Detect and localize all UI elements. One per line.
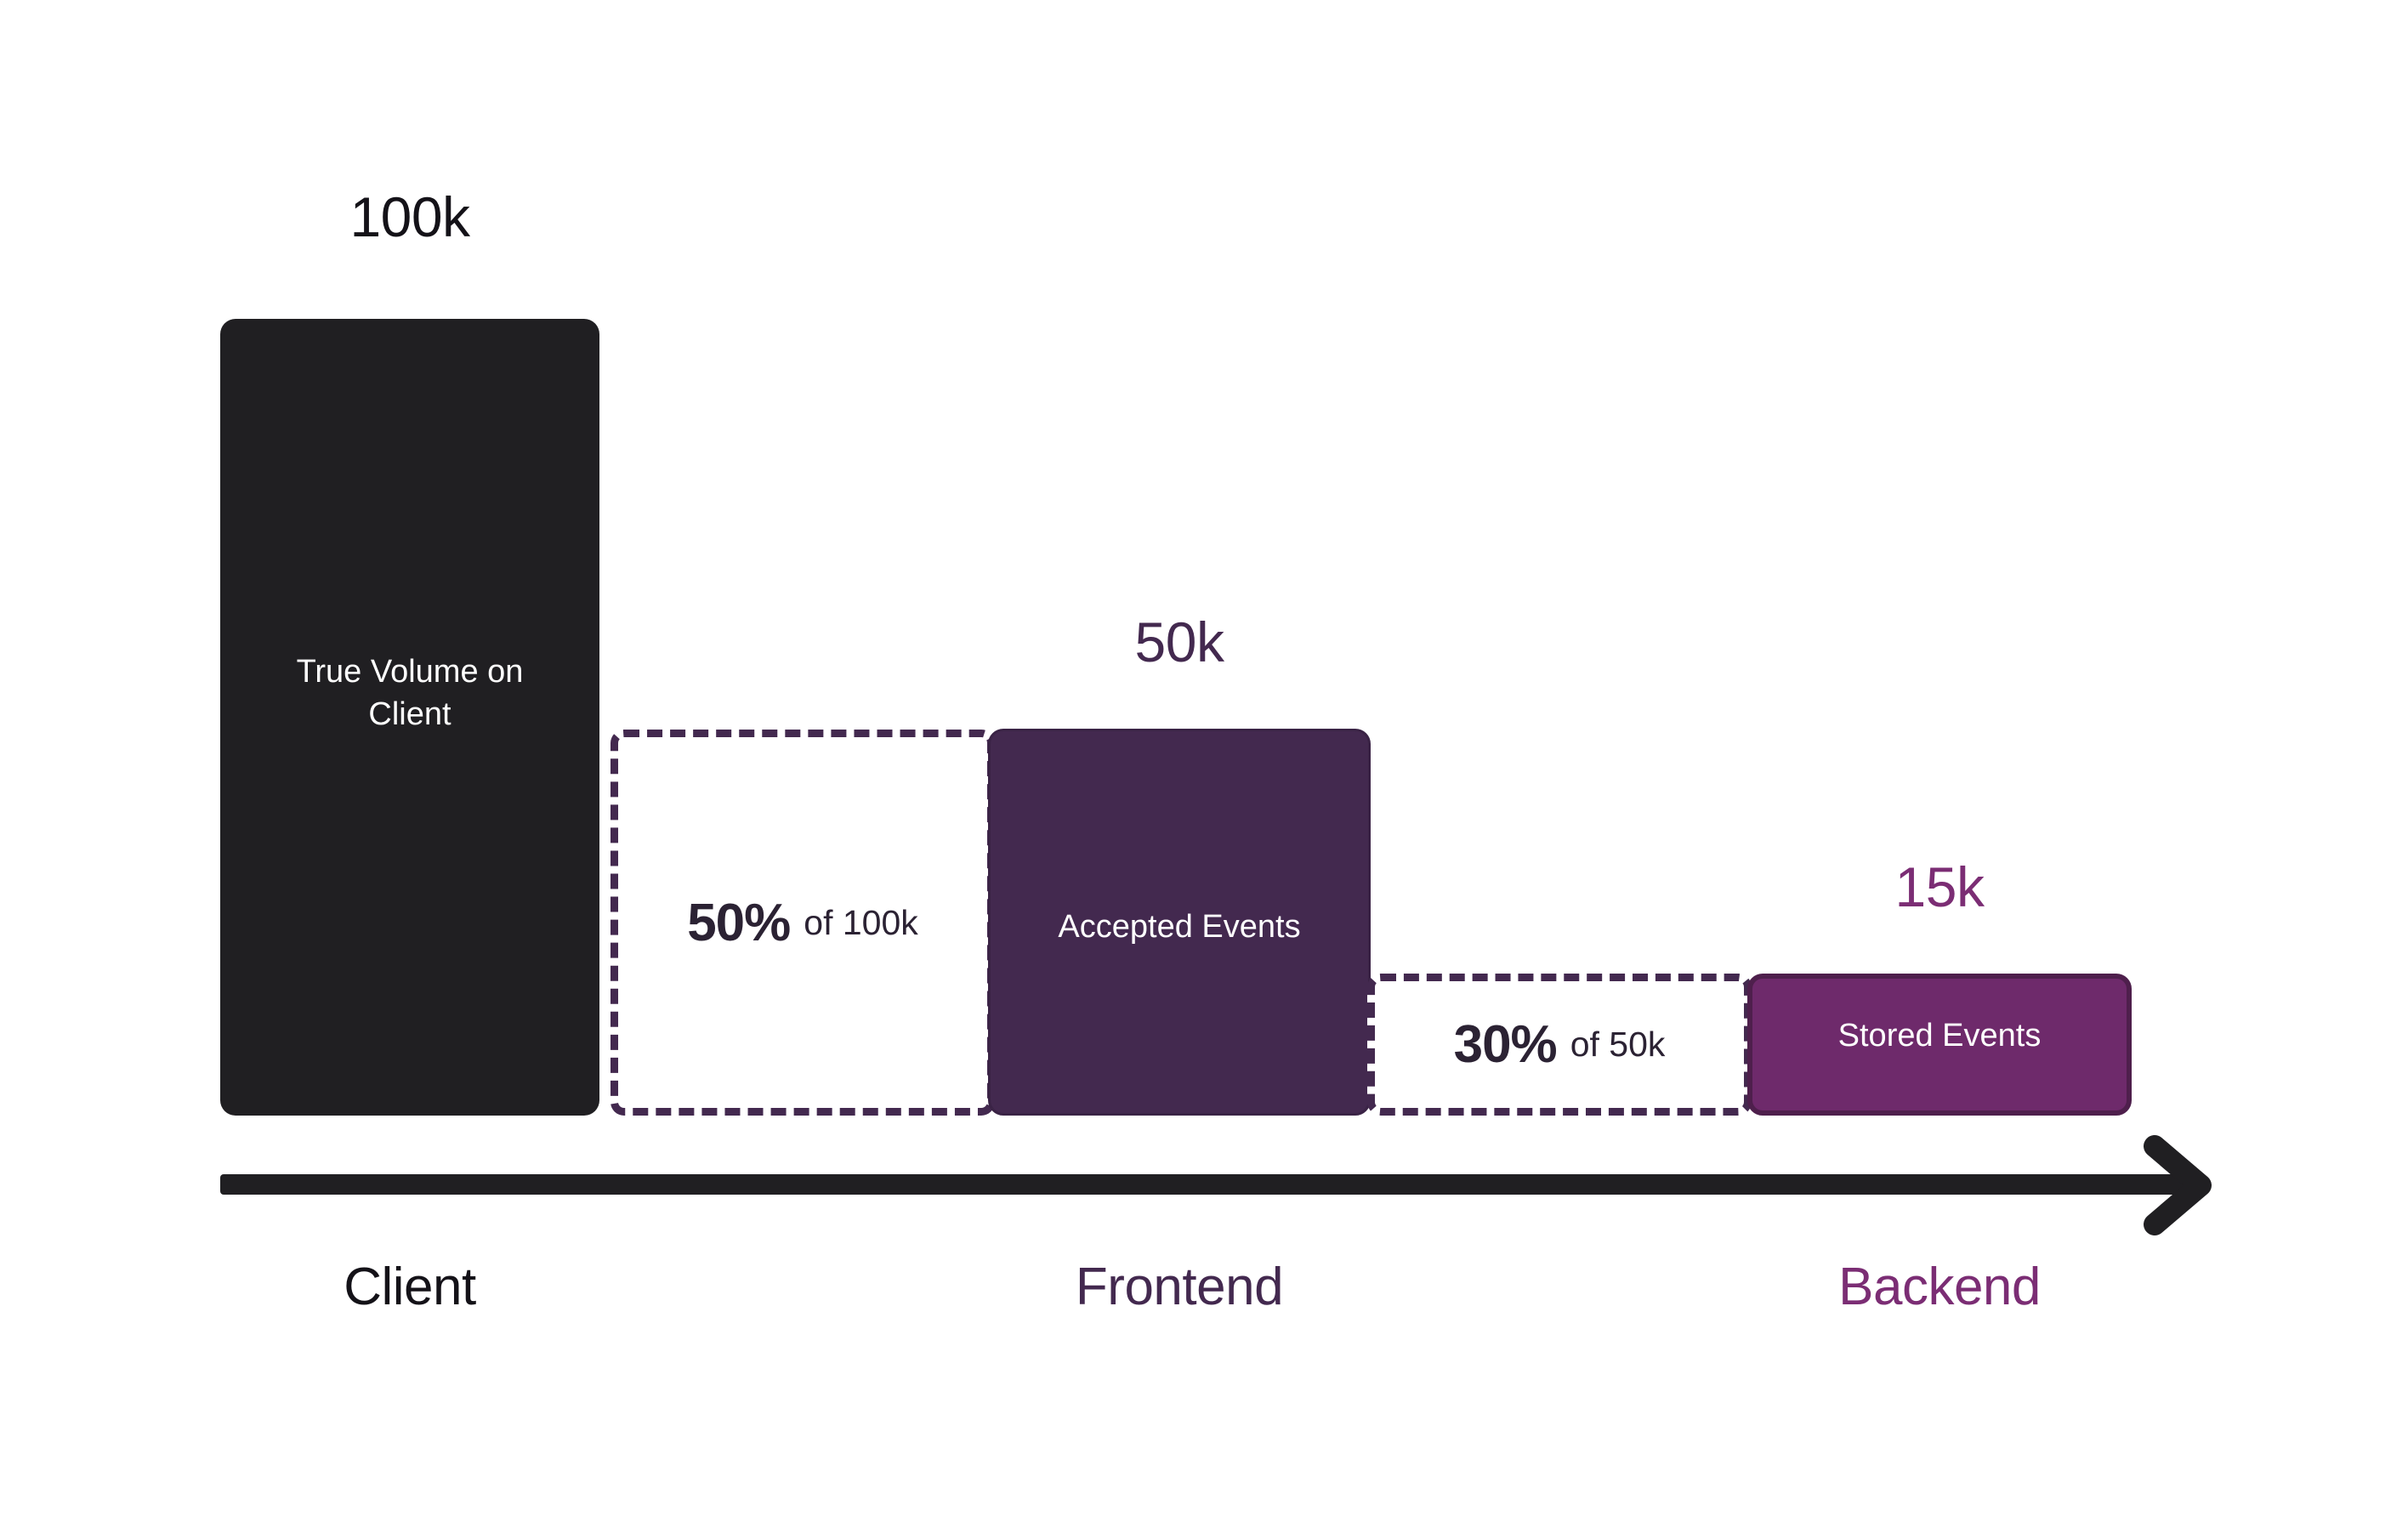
bar-stored-events[interactable]: Stored Events: [1747, 974, 2132, 1116]
axis-line: [220, 1174, 2189, 1195]
axis-label-backend: Backend: [1838, 1258, 2041, 1316]
axis-label-client: Client: [344, 1258, 476, 1316]
bar-stored-events-label: Stored Events: [1837, 1018, 2042, 1053]
axis-label-frontend: Frontend: [1075, 1258, 1284, 1316]
bar-client[interactable]: True Volume on Client: [220, 319, 599, 1116]
dropoff-box-client-to-frontend: 50% of 100k: [611, 730, 995, 1116]
value-label-client: 100k: [349, 185, 470, 248]
value-label-backend: 15k: [1894, 855, 1985, 918]
dropoff-2-percent: 30%: [1453, 1015, 1558, 1074]
bar-client-label: True Volume on Client: [296, 654, 524, 733]
dropoff-1-of-label: of 100k: [804, 902, 918, 942]
value-label-frontend: 50k: [1134, 611, 1224, 673]
bar-accepted-events[interactable]: Accepted Events: [988, 729, 1371, 1116]
dropoff-1-percent: 50%: [687, 893, 791, 952]
dropoff-box-frontend-to-backend: 30% of 50k: [1367, 974, 1752, 1116]
bar-accepted-events-label: Accepted Events: [1058, 909, 1301, 945]
arrow-right-icon: [2144, 1135, 2212, 1235]
dropoff-2-of-label: of 50k: [1570, 1025, 1666, 1064]
